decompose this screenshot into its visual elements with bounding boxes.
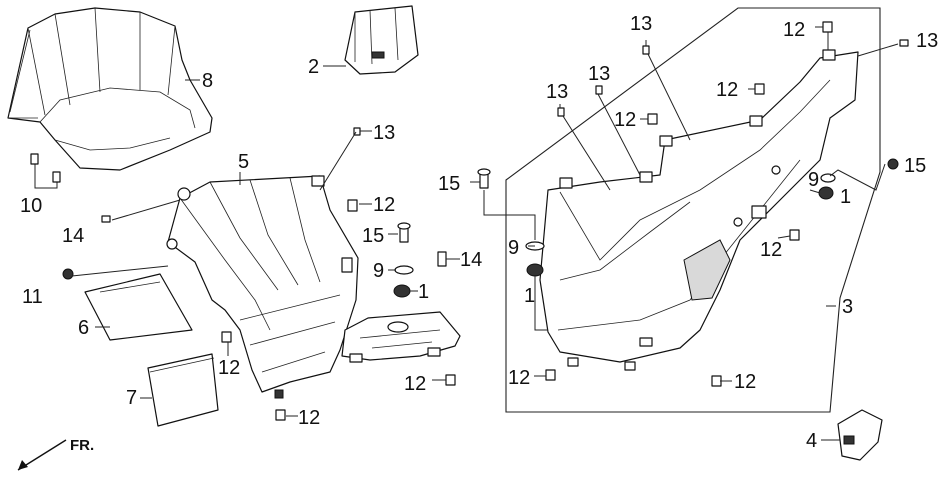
callout-1-right: 1 <box>840 186 851 208</box>
part-6-panel <box>84 273 193 341</box>
callout-labels: 8 2 10 5 13 12 14 15 9 1 14 11 6 12 7 12… <box>20 13 938 452</box>
leader-lines <box>71 26 899 417</box>
callout-9-center: 9 <box>373 260 384 282</box>
callout-9-left-frame: 9 <box>508 237 519 259</box>
callout-13-frame-c: 13 <box>630 13 652 35</box>
callout-12-frame-f: 12 <box>734 371 756 393</box>
callout-4: 4 <box>806 430 817 452</box>
callout-11: 11 <box>22 286 43 308</box>
callout-13-frame-b: 13 <box>588 63 610 85</box>
callout-12-frame-c: 12 <box>783 19 805 41</box>
callout-15-left-frame: 15 <box>438 173 460 195</box>
front-direction-label: FR. <box>70 437 94 454</box>
part-2-bracket <box>323 5 419 75</box>
callout-14-left: 14 <box>62 225 84 247</box>
callout-1-left-frame: 1 <box>524 285 535 307</box>
callout-6: 6 <box>78 317 89 339</box>
callout-13-left: 13 <box>373 122 395 144</box>
callout-12-center-top: 12 <box>373 194 395 216</box>
callout-12-frame-b: 12 <box>716 79 738 101</box>
front-direction-arrow: FR. <box>17 437 94 471</box>
callout-10: 10 <box>20 195 42 217</box>
callout-12-frame-a: 12 <box>614 109 636 131</box>
callout-1-center: 1 <box>418 281 429 303</box>
callout-3: 3 <box>842 296 853 318</box>
callout-14-center: 14 <box>460 249 482 271</box>
callout-12-left: 12 <box>218 357 240 379</box>
callout-5: 5 <box>238 151 249 173</box>
callout-12-bottom-left: 12 <box>298 407 320 429</box>
fastener-parts <box>62 21 909 421</box>
callout-15-center: 15 <box>362 225 384 247</box>
callout-2: 2 <box>308 56 319 78</box>
callout-12-frame-d: 12 <box>760 239 782 261</box>
callout-12-bottom-center: 12 <box>404 373 426 395</box>
screw-pair-part-10 <box>30 153 61 189</box>
part-5-left-panel <box>166 175 359 399</box>
callout-13-top-right: 13 <box>916 30 938 52</box>
part-3-floor-panel <box>539 49 859 371</box>
part-4-clip <box>821 409 883 461</box>
callout-13-frame-a: 13 <box>546 81 568 103</box>
assembly-frame <box>505 7 881 413</box>
callout-8: 8 <box>202 70 213 92</box>
callout-12-frame-e: 12 <box>508 367 530 389</box>
center-floor-bracket <box>341 311 461 363</box>
callout-15-right: 15 <box>904 155 926 177</box>
callout-9-right: 9 <box>808 169 819 191</box>
part-7-panel <box>140 353 219 427</box>
part-8-inner-cover <box>7 7 213 171</box>
callout-7: 7 <box>126 387 137 409</box>
